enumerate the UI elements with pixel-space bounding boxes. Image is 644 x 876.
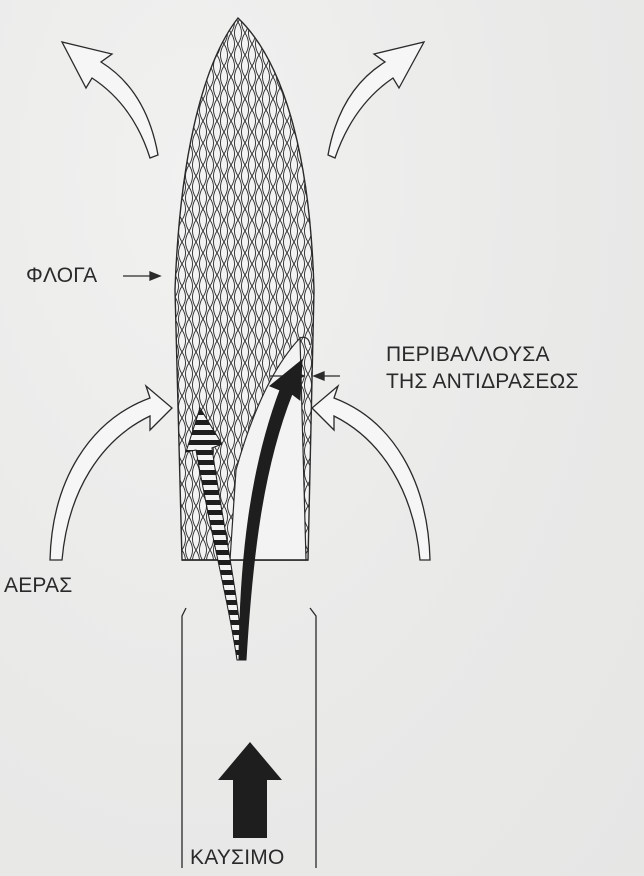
fuel-inlet-arrow (218, 742, 282, 838)
air-arrow-right (312, 386, 430, 560)
flame-body (170, 15, 320, 563)
air-arrow-left (50, 386, 172, 560)
flame-label: ΦΛΟΓΑ (26, 264, 97, 288)
fuel-label: ΚΑΥΣΙΜΟ (190, 846, 285, 870)
air-label: ΑΕΡΑΣ (4, 574, 72, 598)
reaction-zone-label-line1: ΠΕΡΙΒΑΛΛΟΥΣΑ (386, 343, 550, 367)
reaction-zone-label-line2: ΤΗΣ ΑΝΤΙΔΡΑΣΕΩΣ (386, 370, 579, 394)
flame-pointer-arrow (123, 272, 160, 280)
outflow-arrow-left (62, 42, 158, 158)
outflow-arrow-right (328, 42, 424, 158)
